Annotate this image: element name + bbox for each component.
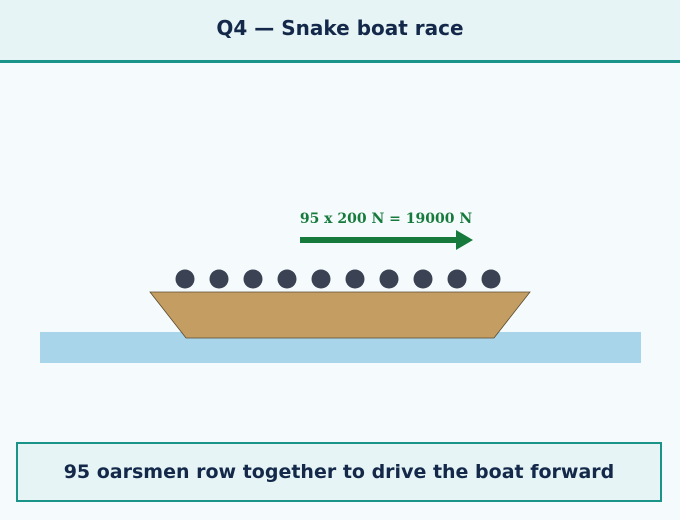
header-bar: Q4 — Snake boat race: [0, 0, 680, 63]
force-label: 95 x 200 N = 19000 N: [300, 211, 473, 227]
page-title: Q4 — Snake boat race: [216, 16, 464, 40]
oarsman: [447, 269, 467, 289]
boat-hull: [149, 291, 531, 339]
caption-box: 95 oarsmen row together to drive the boa…: [16, 442, 662, 502]
force-arrow-shaft: [300, 237, 458, 243]
force-arrow-head: [456, 230, 473, 250]
oarsman: [311, 269, 331, 289]
oarsman: [175, 269, 195, 289]
oarsman: [413, 269, 433, 289]
caption-text: 95 oarsmen row together to drive the boa…: [63, 461, 615, 483]
oarsmen-row: [175, 269, 501, 289]
oarsman: [209, 269, 229, 289]
oarsman: [345, 269, 365, 289]
oarsman: [243, 269, 263, 289]
oarsman: [379, 269, 399, 289]
oarsman: [481, 269, 501, 289]
oarsman: [277, 269, 297, 289]
force-arrow: [300, 230, 473, 250]
